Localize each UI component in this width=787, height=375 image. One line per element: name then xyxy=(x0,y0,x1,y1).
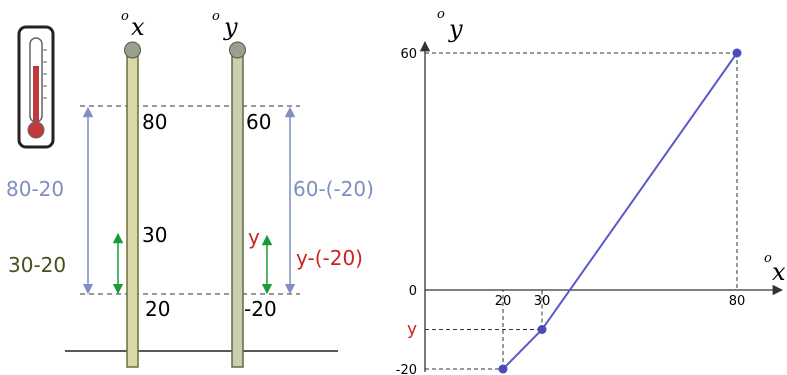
series-line xyxy=(503,53,737,369)
scale-y-degree-mark: o xyxy=(212,9,220,24)
thermometer-icon xyxy=(19,27,53,147)
scale-y-header: y xyxy=(223,13,238,41)
y-tick-label-60: 60 xyxy=(400,47,417,62)
scale-x-tick-20: 20 xyxy=(145,297,170,321)
scale-x-tick-80: 80 xyxy=(142,110,167,134)
y-tick-label-0: 0 xyxy=(409,284,417,299)
scale-y-sub-interval-y: y xyxy=(296,246,308,270)
x-tick-label-20: 20 xyxy=(495,294,512,309)
scale-y-sub-interval-rest: -(-20) xyxy=(307,246,363,270)
scale-y-tick-y: y xyxy=(248,225,260,249)
y-axis-title: y xyxy=(448,15,463,43)
scale-x-tick-30: 30 xyxy=(142,223,167,247)
data-point-2 xyxy=(733,49,742,58)
x-axis-title: x xyxy=(772,258,786,286)
scale-y-tick-neg20: -20 xyxy=(244,297,277,321)
x-tick-label-30: 30 xyxy=(534,294,551,309)
x-axis-degree-mark: o xyxy=(764,251,772,266)
data-point-1 xyxy=(538,325,547,334)
scale-y-sub-interval-label: y-(-20) xyxy=(296,246,363,270)
scale-x-degree-mark: o xyxy=(121,9,129,24)
scale-y-tick-60: 60 xyxy=(246,110,271,134)
y-axis-degree-mark: o xyxy=(437,7,445,22)
scale-x-sub-interval-label: 30-20 xyxy=(8,253,66,277)
data-point-0 xyxy=(499,365,508,374)
y-tick-label-neg20: -20 xyxy=(396,363,417,375)
scale-x-interval-label: 80-20 xyxy=(6,177,64,201)
x-tick-label-80: 80 xyxy=(729,294,746,309)
scale-x-column xyxy=(125,42,141,367)
y-tick-label-y: y xyxy=(407,320,417,340)
scale-x-header: x xyxy=(131,13,145,41)
scale-y-interval-label: 60-(-20) xyxy=(293,177,374,201)
